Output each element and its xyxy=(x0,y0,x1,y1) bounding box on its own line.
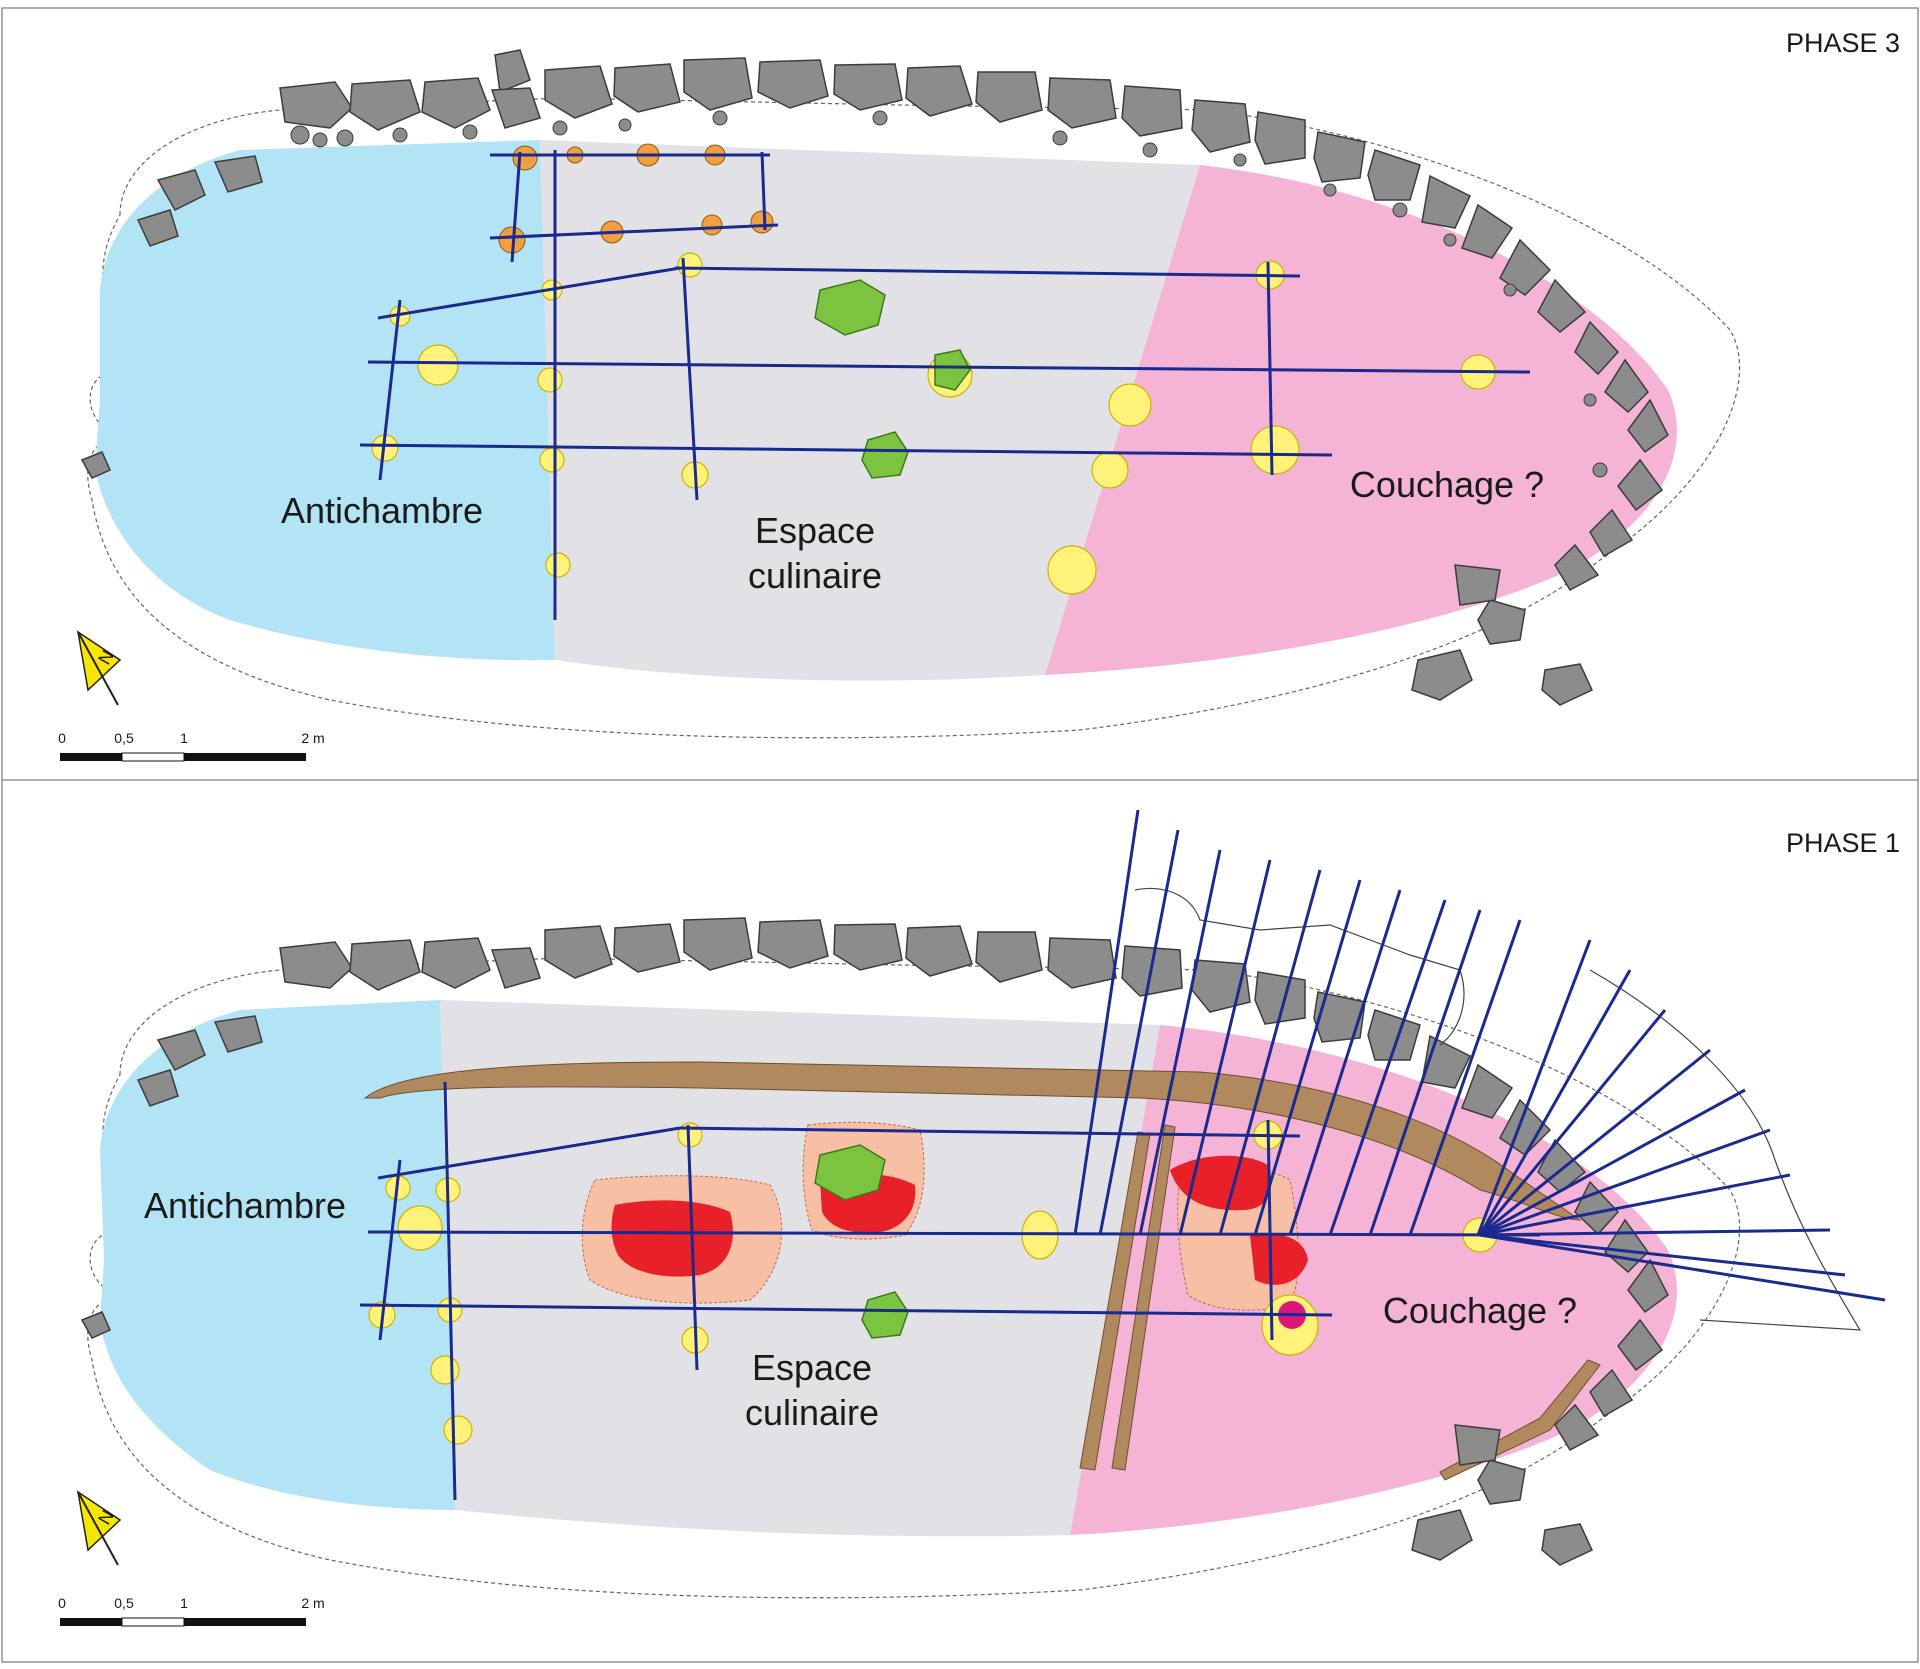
zone-kitchen xyxy=(540,140,1200,681)
zone-label-sleeping: Couchage ? xyxy=(1383,1290,1577,1331)
zone-label-kitchen-line1: Espace xyxy=(752,1347,872,1388)
scale-tick-2m: 2 m xyxy=(301,1595,324,1611)
zone-label-sleeping: Couchage ? xyxy=(1350,464,1544,505)
zone-antechamber xyxy=(100,1000,455,1510)
zone-sleeping xyxy=(1045,165,1677,675)
extension-outline xyxy=(1134,887,1862,1331)
small-stones xyxy=(290,110,1608,478)
zone-label-antechamber: Antichambre xyxy=(281,490,483,531)
zone-label-kitchen-line1: Espace xyxy=(755,510,875,551)
zone-label-antechamber: Antichambre xyxy=(144,1185,346,1226)
phase-label: PHASE 1 xyxy=(1786,828,1900,858)
zone-kitchen xyxy=(440,1000,1160,1537)
panel-phase-1: PHASE 1 Antichambre Espace culinaire Cou… xyxy=(0,780,1920,1669)
zone-label-kitchen-line2: culinaire xyxy=(745,1392,879,1433)
zone-label-kitchen-line2: culinaire xyxy=(748,555,882,596)
scale-tick-05: 0,5 xyxy=(114,1595,134,1611)
outer-dashed-outline xyxy=(87,97,1741,739)
scale-tick-1: 1 xyxy=(180,1595,188,1611)
post-holes xyxy=(371,252,1496,595)
scale-tick-1: 1 xyxy=(180,730,188,746)
outer-dashed-outline xyxy=(87,957,1741,1599)
stone-wall xyxy=(80,49,1669,706)
scale-tick-2m: 2 m xyxy=(301,730,324,746)
beam-lines xyxy=(359,150,1531,620)
scale-tick-05: 0,5 xyxy=(114,730,134,746)
phase-label: PHASE 3 xyxy=(1786,28,1900,58)
scale-bar: 0 0,5 1 2 m xyxy=(58,730,325,762)
phase-1-plan: PHASE 1 Antichambre Espace culinaire Cou… xyxy=(1,780,1919,1663)
beam-lines xyxy=(359,809,1886,1501)
stone-wall xyxy=(80,917,1669,1566)
green-blocks xyxy=(814,279,971,479)
green-blocks xyxy=(814,1144,909,1339)
phase-3-plan: PHASE 3 Antichambre Espace culinaire Cou… xyxy=(1,7,1919,781)
zone-antechamber xyxy=(95,140,555,661)
panel-phase-3: PHASE 3 Antichambre Espace culinaire Cou… xyxy=(0,0,1920,784)
scale-bar: 0 0,5 1 2 m xyxy=(58,1595,325,1627)
scale-tick-0: 0 xyxy=(58,1595,66,1611)
planks xyxy=(363,1061,1601,1481)
scale-tick-0: 0 xyxy=(58,730,66,746)
